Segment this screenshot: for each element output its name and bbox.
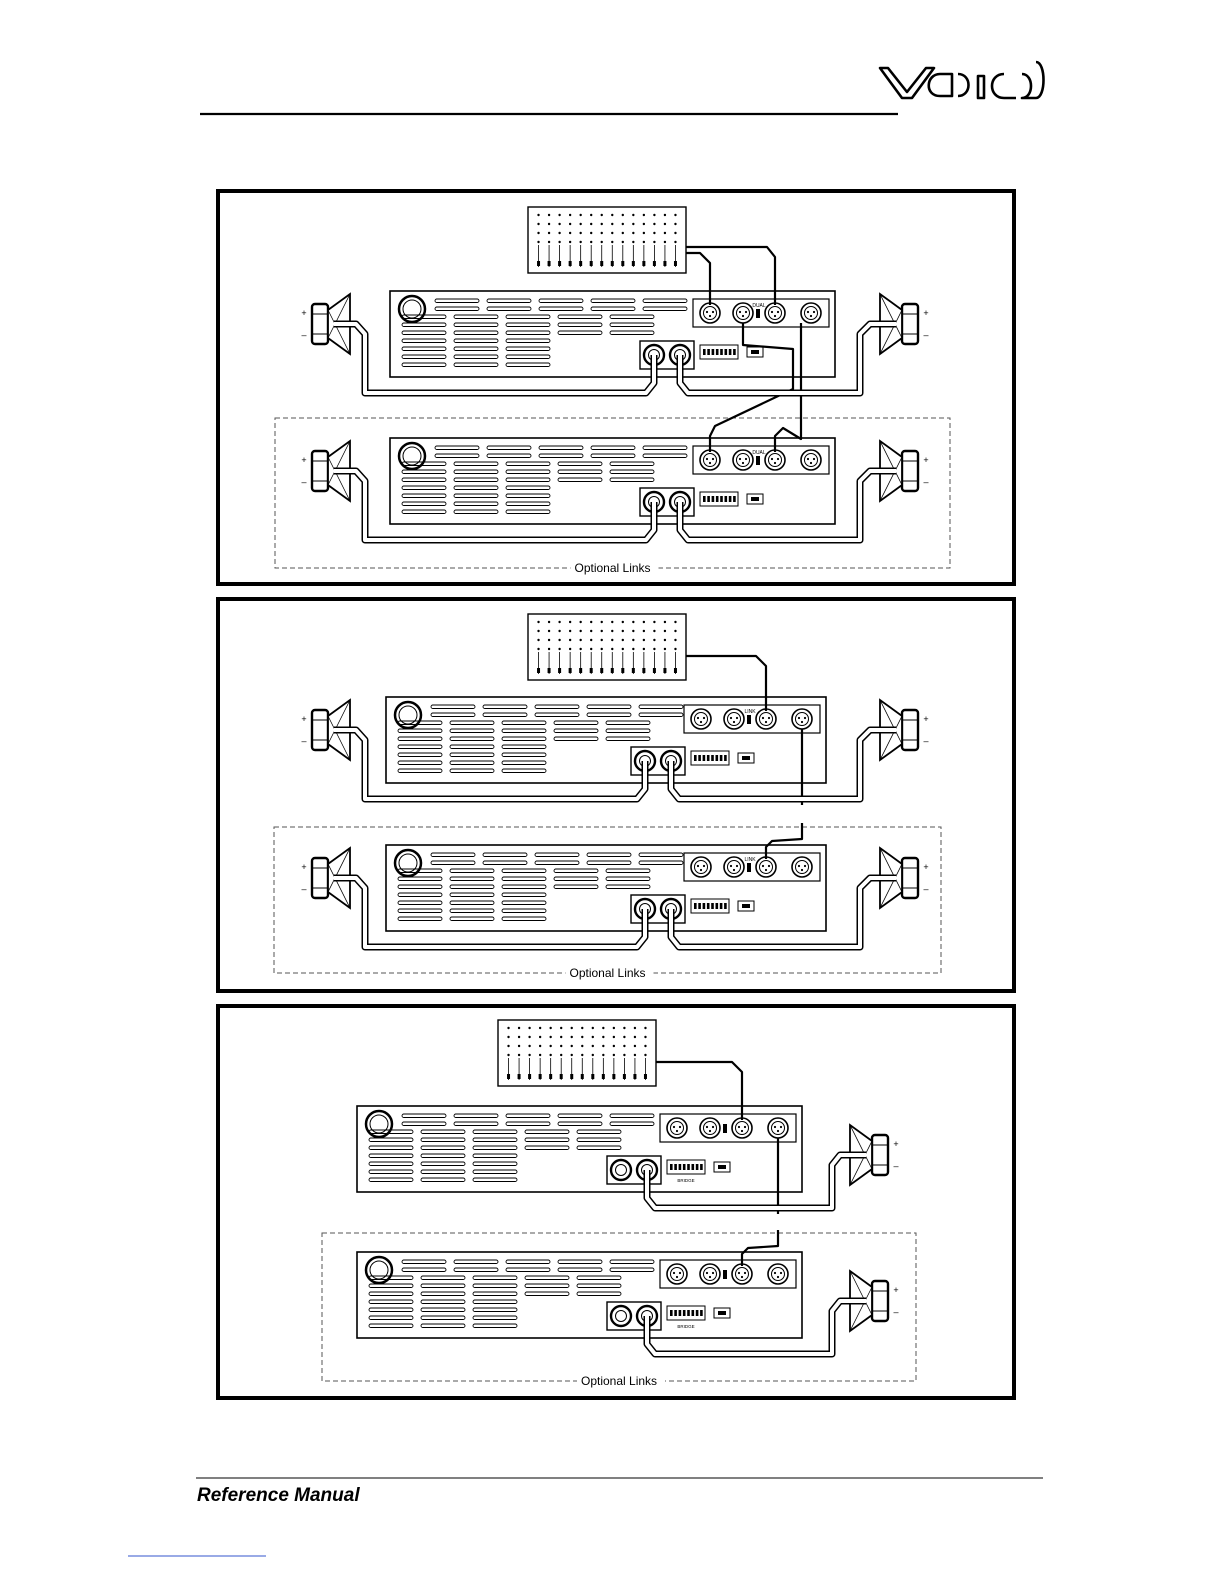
polarity-minus-label: –: [301, 477, 306, 487]
xlr-connector-2: [700, 1118, 720, 1138]
amplifier-rear-panel: BRIDGE: [357, 1252, 802, 1338]
optional-links-label: Optional Links: [581, 1374, 657, 1388]
speakon-outputs: [640, 488, 694, 516]
polarity-minus-label: –: [893, 1161, 898, 1171]
amplifier-rear-panel: LINK: [386, 697, 826, 783]
xlr-connector-2: [700, 1264, 720, 1284]
bridge-label: BRIDGE: [677, 1324, 694, 1329]
polarity-minus-label: –: [893, 1307, 898, 1317]
speakon-outputs: [607, 1302, 661, 1330]
xlr-connector-4: [801, 450, 821, 470]
xlr-connector-1: [691, 709, 711, 729]
polarity-minus-label: –: [923, 477, 928, 487]
mixer-console: [528, 614, 686, 680]
polarity-plus-label: +: [301, 308, 306, 318]
mode-switch-label: LINK: [744, 857, 756, 863]
diagram-bridge-mode: Optional Links BRIDGE BRIDGE + – + –: [218, 1006, 1014, 1398]
input-panel: LINK: [684, 705, 820, 733]
xlr-connector-4: [768, 1264, 788, 1284]
polarity-minus-label: –: [301, 884, 306, 894]
bridge-label: BRIDGE: [677, 1178, 694, 1183]
xlr-connector-1: [667, 1264, 687, 1284]
xlr-connector-4: [801, 303, 821, 323]
optional-links-label: Optional Links: [570, 966, 646, 980]
diagram-link-mode: Optional Links LINK LINK + – + – + – + –: [218, 599, 1014, 991]
input-panel: [660, 1114, 796, 1142]
polarity-plus-label: +: [923, 308, 928, 318]
xlr-connector-1: [667, 1118, 687, 1138]
power-switch: [714, 1308, 730, 1318]
xlr-connector-3: [756, 709, 776, 729]
polarity-plus-label: +: [893, 1285, 898, 1295]
speakon-outputs: [631, 895, 685, 923]
power-switch: [747, 347, 763, 357]
power-switch: [738, 901, 754, 911]
mode-switch-label: LINK: [744, 709, 756, 715]
power-switch: [738, 753, 754, 763]
dip-switches: [691, 751, 729, 765]
optional-links-label: Optional Links: [575, 561, 651, 575]
xlr-connector-3: [732, 1264, 752, 1284]
input-panel: DUAL: [693, 299, 829, 327]
xlr-connector-3: [756, 857, 776, 877]
xlr-connector-2: [724, 709, 744, 729]
power-switch: [714, 1162, 730, 1172]
xlr-connector-3: [765, 450, 785, 470]
xlr-connector-2: [733, 303, 753, 323]
diagram-dual-mode: Optional Links DUAL DUAL + – + – + – + –: [218, 191, 1014, 584]
void-logo: [880, 62, 1044, 98]
amplifier-rear-panel: BRIDGE: [357, 1106, 802, 1192]
mixer-console: [498, 1020, 656, 1086]
power-switch: [747, 494, 763, 504]
speakon-outputs: [607, 1156, 661, 1184]
polarity-plus-label: +: [893, 1139, 898, 1149]
xlr-connector-1: [700, 303, 720, 323]
mode-switch-label: DUAL: [752, 450, 766, 456]
polarity-plus-label: +: [923, 714, 928, 724]
input-panel: LINK: [684, 853, 820, 881]
polarity-plus-label: +: [301, 455, 306, 465]
mixer-console: [528, 207, 686, 273]
xlr-connector-3: [732, 1118, 752, 1138]
dip-switches: [700, 492, 738, 506]
speakon-outputs: [631, 747, 685, 775]
polarity-minus-label: –: [923, 736, 928, 746]
xlr-connector-1: [691, 857, 711, 877]
polarity-plus-label: +: [923, 862, 928, 872]
xlr-connector-4: [768, 1118, 788, 1138]
amplifier-rear-panel: LINK: [386, 845, 826, 931]
dip-switches: [700, 345, 738, 359]
input-panel: [660, 1260, 796, 1288]
mode-switch-label: DUAL: [752, 303, 766, 309]
xlr-connector-2: [733, 450, 753, 470]
polarity-plus-label: +: [923, 455, 928, 465]
polarity-minus-label: –: [923, 884, 928, 894]
footer-title: Reference Manual: [197, 1485, 360, 1506]
polarity-minus-label: –: [301, 330, 306, 340]
polarity-plus-label: +: [301, 714, 306, 724]
polarity-minus-label: –: [301, 736, 306, 746]
xlr-connector-1: [700, 450, 720, 470]
speakon-outputs: [640, 341, 694, 369]
xlr-connector-4: [792, 857, 812, 877]
polarity-plus-label: +: [301, 862, 306, 872]
amplifier-rear-panel: DUAL: [390, 291, 835, 377]
xlr-connector-4: [792, 709, 812, 729]
input-panel: DUAL: [693, 446, 829, 474]
xlr-connector-2: [724, 857, 744, 877]
xlr-connector-3: [765, 303, 785, 323]
amplifier-rear-panel: DUAL: [390, 438, 835, 524]
dip-switches: [691, 899, 729, 913]
polarity-minus-label: –: [923, 330, 928, 340]
